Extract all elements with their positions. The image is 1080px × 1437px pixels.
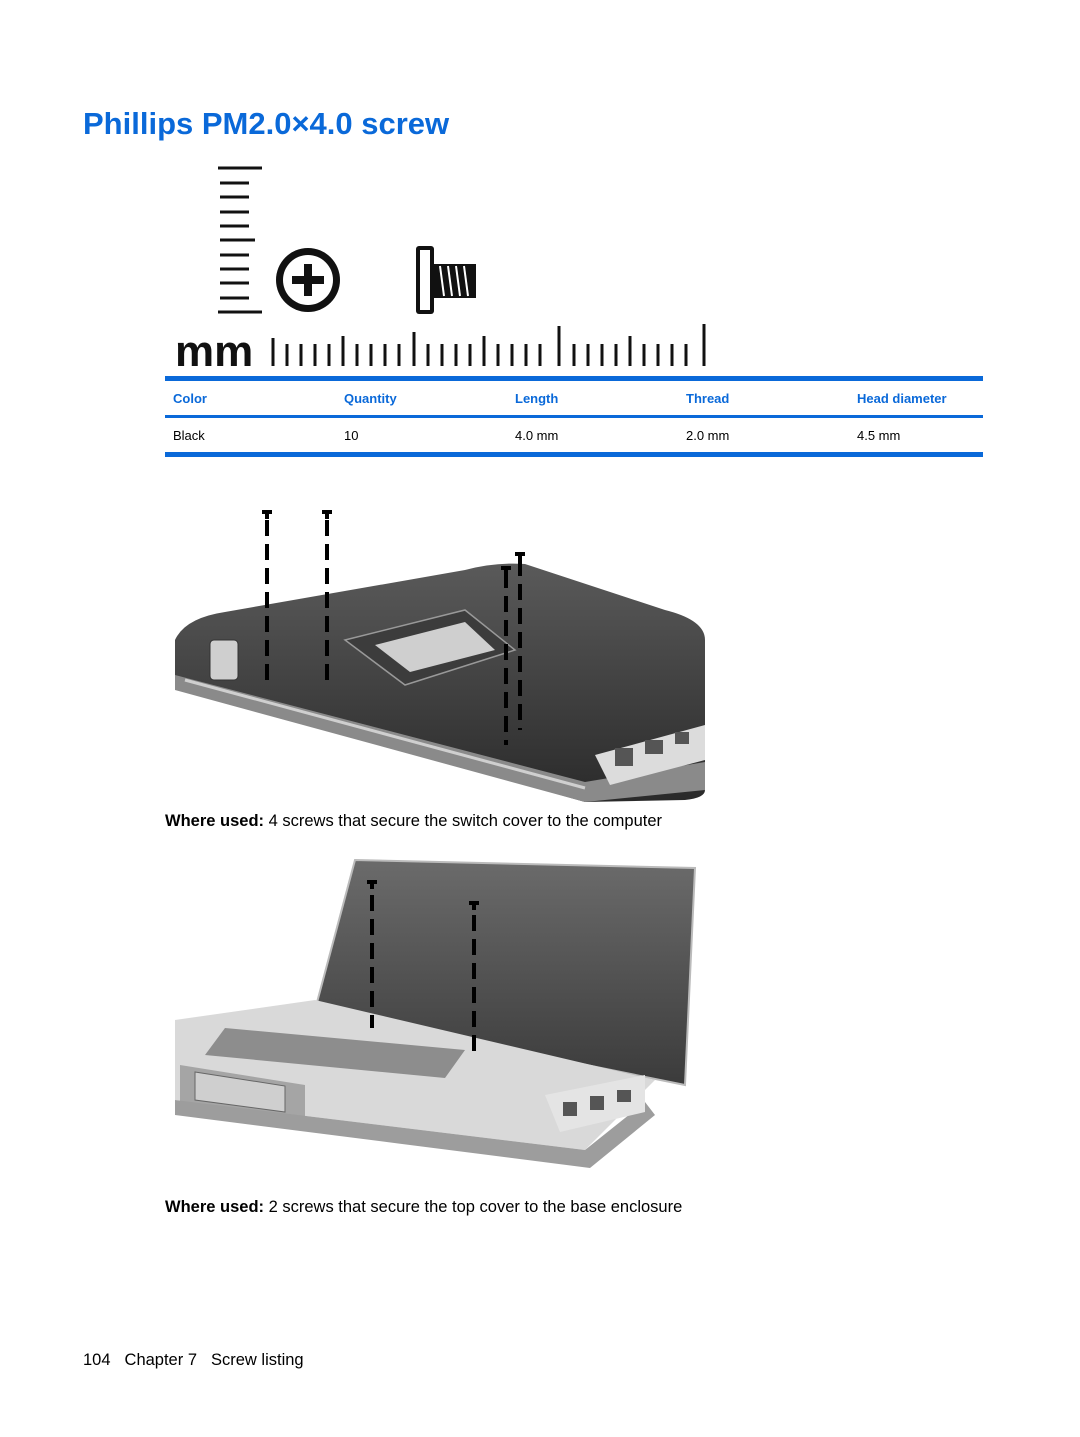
ruler-unit-label: mm	[175, 327, 253, 372]
where-used-description: 4 screws that secure the switch cover to…	[264, 812, 663, 830]
header-head-diameter: Head diameter	[857, 390, 947, 406]
cell-head-diameter: 4.5 mm	[857, 427, 901, 443]
table-header-row: Color Quantity Length Thread Head diamet…	[165, 378, 983, 417]
where-used-description: 2 screws that secure the top cover to th…	[264, 1198, 683, 1216]
vertical-ruler	[218, 166, 262, 314]
section-label: Screw listing	[211, 1351, 304, 1369]
screw-spec-table: Color Quantity Length Thread Head diamet…	[165, 376, 983, 457]
screw-side-view	[416, 246, 476, 314]
screw-icon	[262, 510, 525, 575]
page-footer: 104 Chapter 7 Screw listing	[83, 1351, 318, 1370]
header-color: Color	[173, 390, 207, 406]
screw-guide-lines	[265, 520, 522, 745]
cell-color: Black	[173, 427, 205, 443]
figure-caption-2: Where used: 2 screws that secure the top…	[165, 1198, 682, 1217]
where-used-label: Where used:	[165, 1198, 265, 1216]
header-quantity: Quantity	[344, 390, 397, 406]
screw-head-top-view	[276, 248, 340, 312]
screw-guide-lines	[370, 895, 476, 1055]
cell-quantity: 10	[344, 427, 359, 443]
header-length: Length	[515, 390, 559, 406]
chapter-label: Chapter 7	[124, 1351, 197, 1369]
cell-thread: 2.0 mm	[686, 427, 730, 443]
table-row: Black 10 4.0 mm 2.0 mm 4.5 mm	[165, 417, 983, 455]
where-used-label: Where used:	[165, 812, 265, 830]
horizontal-ruler	[271, 324, 706, 366]
screw-icon	[367, 880, 479, 910]
page-number: 104	[83, 1351, 111, 1369]
page-title: Phillips PM2.0×4.0 screw	[83, 106, 450, 141]
figure-caption-1: Where used: 4 screws that secure the swi…	[165, 812, 662, 831]
switch-cover-illustration	[175, 510, 705, 802]
top-cover-illustration	[175, 858, 697, 1168]
screw-ruler-illustration: mm	[175, 166, 706, 372]
cell-length: 4.0 mm	[515, 427, 559, 443]
header-thread: Thread	[686, 390, 730, 406]
